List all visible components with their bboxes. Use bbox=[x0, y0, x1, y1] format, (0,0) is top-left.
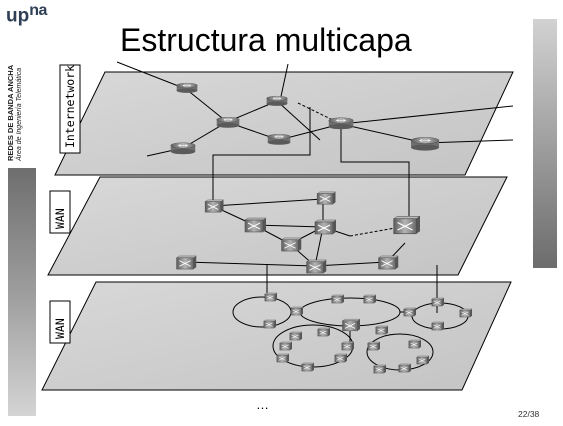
atm-switch-icon bbox=[317, 327, 330, 337]
atm-switch-icon bbox=[459, 308, 472, 318]
atm-switch-icon bbox=[363, 294, 376, 304]
atm-switch-icon bbox=[276, 353, 289, 363]
left-gradient-bar bbox=[8, 168, 36, 416]
layer-label-wan-2: WAN bbox=[49, 300, 71, 344]
atm-switch-icon bbox=[264, 292, 277, 302]
atm-switch-icon bbox=[378, 255, 399, 270]
atm-switch-icon bbox=[306, 259, 327, 274]
ellipsis: … bbox=[256, 397, 269, 412]
router-icon bbox=[176, 82, 198, 94]
atm-switch-icon bbox=[403, 307, 416, 317]
atm-switch-icon bbox=[375, 325, 388, 335]
slide-title: Estructura multicapa bbox=[120, 22, 412, 58]
atm-switch-icon bbox=[341, 341, 354, 351]
router-icon bbox=[267, 133, 291, 146]
router-icon bbox=[216, 116, 240, 129]
atm-switch-icon bbox=[314, 219, 337, 235]
right-gradient-bar bbox=[533, 19, 557, 268]
internetwork-plane bbox=[54, 71, 514, 176]
router-icon bbox=[410, 137, 440, 151]
atm-switch-icon bbox=[290, 306, 303, 316]
atm-switch-icon bbox=[367, 341, 380, 351]
atm-switch-icon bbox=[331, 294, 344, 304]
router-icon bbox=[266, 95, 288, 107]
atm-switch-icon bbox=[393, 215, 420, 235]
atm-switch-icon bbox=[316, 191, 336, 205]
wan-plane-bottom bbox=[41, 281, 512, 391]
layer-label-wan-1: WAN bbox=[49, 190, 71, 234]
atm-switch-icon bbox=[263, 319, 276, 329]
layer-label-internetwork: Internetwork bbox=[59, 64, 81, 154]
router-icon bbox=[328, 117, 354, 130]
svg-text:WAN: WAN bbox=[53, 208, 67, 229]
upna-logo: upna bbox=[6, 2, 47, 27]
atm-switch-icon bbox=[398, 363, 411, 373]
atm-switch-icon bbox=[244, 217, 267, 233]
svg-text:WAN: WAN bbox=[53, 318, 67, 339]
atm-switch-icon bbox=[289, 331, 302, 341]
atm-switch-icon bbox=[431, 297, 444, 307]
atm-switch-icon bbox=[301, 362, 314, 372]
atm-switch-icon bbox=[176, 255, 197, 270]
atm-switch-icon bbox=[408, 339, 421, 349]
atm-switch-icon bbox=[334, 353, 347, 363]
atm-switch-icon bbox=[204, 199, 224, 213]
router-icon bbox=[170, 142, 196, 155]
atm-switch-icon bbox=[373, 364, 386, 374]
atm-switch-icon bbox=[342, 318, 360, 332]
atm-switch-icon bbox=[431, 321, 444, 331]
svg-text:Internetwork: Internetwork bbox=[63, 65, 77, 148]
atm-switch-icon bbox=[281, 237, 302, 252]
page-number: 22/38 bbox=[518, 409, 540, 419]
atm-switch-icon bbox=[416, 355, 429, 365]
atm-switch-icon bbox=[279, 341, 292, 351]
